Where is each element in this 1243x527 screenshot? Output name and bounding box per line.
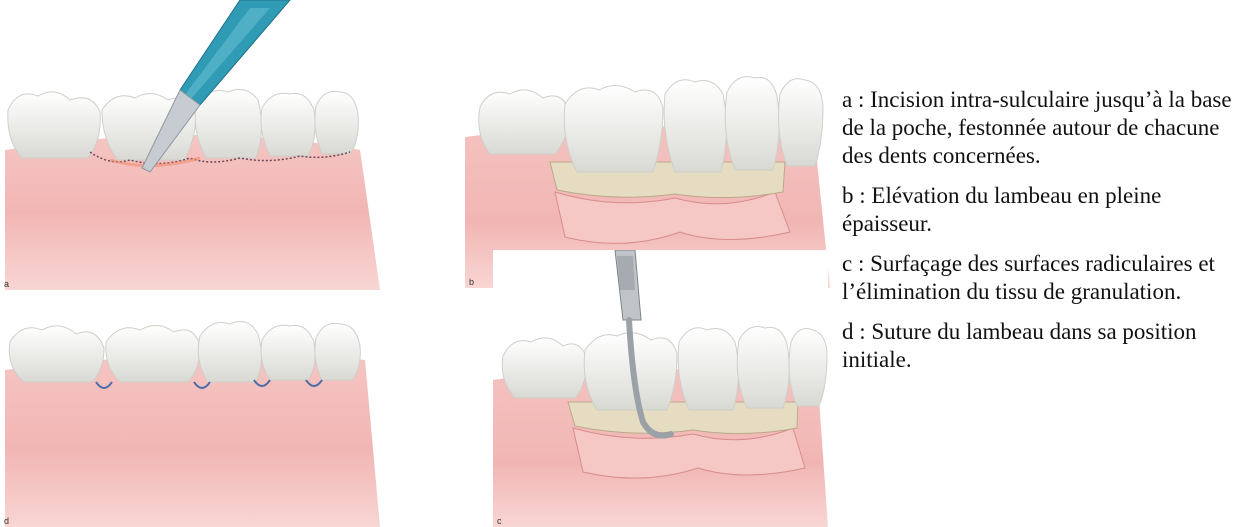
tooth — [261, 93, 315, 156]
tooth — [789, 329, 827, 407]
tooth — [261, 325, 315, 380]
teeth-row — [502, 327, 827, 411]
tooth — [198, 322, 261, 382]
tooth — [678, 328, 738, 410]
flap — [573, 428, 805, 478]
tooth — [479, 90, 569, 154]
panel-letter-d: d — [4, 516, 9, 526]
caption-d: d : Suture du lambeau dans sa position i… — [842, 318, 1242, 374]
panel-letter-a: a — [4, 279, 9, 289]
tooth — [9, 326, 104, 382]
caption-a: a : Incision intra-sulculaire jusqu’à la… — [842, 86, 1242, 170]
panel-a-incision: a — [0, 0, 405, 290]
tooth — [8, 92, 100, 158]
tooth — [564, 85, 663, 172]
tooth — [106, 325, 200, 382]
panel-c-root-planing: c — [493, 250, 828, 527]
teeth-row — [9, 322, 360, 382]
tooth — [779, 79, 823, 166]
tooth — [315, 323, 360, 380]
root-planing-illustration: c — [493, 250, 828, 527]
tooth — [315, 91, 358, 154]
caption-c: c : Surfaçage des surfaces radiculaires … — [842, 250, 1242, 306]
tooth — [725, 77, 779, 170]
suture-illustration: d — [0, 300, 405, 527]
tooth — [502, 338, 587, 398]
panel-letter-c: c — [497, 516, 502, 526]
curette-grip — [617, 256, 635, 290]
incision-illustration: a — [0, 0, 405, 290]
panel-d-suture: d — [0, 300, 405, 527]
tooth — [737, 327, 789, 409]
caption-list: a : Incision intra-sulculaire jusqu’à la… — [842, 86, 1242, 386]
caption-b: b : Elévation du lambeau en pleine épais… — [842, 182, 1242, 238]
tooth — [664, 80, 726, 172]
panel-letter-b: b — [469, 277, 474, 287]
